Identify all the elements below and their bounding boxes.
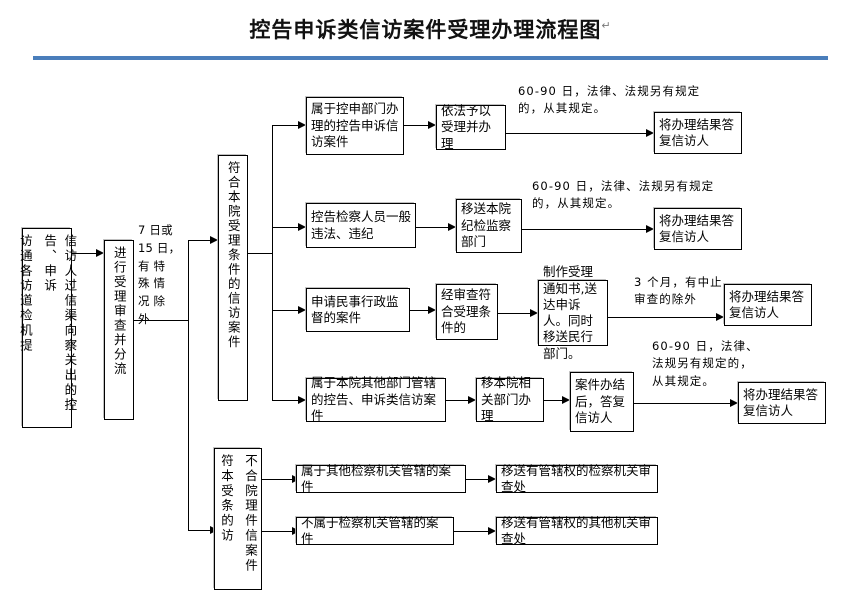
- arrow-bottom-2b: [488, 526, 496, 535]
- node-row4-reply: 将办理结果答复信访人: [738, 382, 826, 424]
- arrow-row2-2: [646, 224, 654, 233]
- node-row2-case-text: 控告检察人员一般违法、违纪: [311, 209, 412, 241]
- arrow-row4-3: [730, 398, 738, 407]
- arrow-row3-1: [428, 305, 436, 314]
- node-rejected: 符本受条的访 不合院理件信案件: [214, 448, 262, 590]
- node-row4-done-text: 案件办结后，答复信访人: [575, 377, 626, 426]
- node-bottom1-case: 属于其他检察机关管辖的案件: [296, 463, 466, 494]
- node-row3-check-text: 经审查符合受理条件的: [441, 287, 492, 336]
- node-row3-check: 经审查符合受理条件的: [436, 284, 498, 340]
- node-rejected-col-b: 符本受条的访: [219, 454, 234, 544]
- node-bottom2-target-text: 移送有管辖权的其他机关审查处: [501, 514, 652, 547]
- node-accepted: 符合本院受理条件的信访案件: [218, 155, 248, 401]
- node-bottom1-case-text: 属于其他检察机关管辖的案件: [301, 462, 452, 495]
- node-row1-case: 属于控申部门办理的控告申诉信访案件: [306, 97, 404, 155]
- node-row3-case: 申请民事行政监督的案件: [306, 288, 410, 332]
- arrow-source-to-review: [96, 248, 104, 257]
- node-row3-notice: 制作受理通知书,送达申诉人。同时移送民行部门。: [538, 264, 608, 361]
- node-rejected-col-a: 不合院理件信案件: [243, 454, 258, 574]
- node-source: 访通各访道检机提 信访人过信渠向察关出的控告、申诉: [18, 228, 77, 428]
- label-review-time: 7 日或 15 日， 有 特 殊 情 况 除 外: [138, 223, 181, 327]
- node-review-text: 进行受理审查并分流: [111, 246, 127, 377]
- node-row2-reply: 将办理结果答复信访人: [654, 208, 742, 250]
- split-spine-vertical: [188, 240, 189, 530]
- node-row4-transfer: 移本院相关部门办理: [476, 375, 544, 423]
- node-row4-reply-text: 将办理结果答复信访人: [743, 386, 819, 419]
- arrow-row2-1: [448, 222, 456, 231]
- node-row4-case: 属于本院其他部门管辖的控告、申诉类信访案件: [306, 375, 446, 423]
- arrow-bottom-1b: [488, 474, 496, 483]
- label-row4-time: 60-90 日，法律、法规另有规定的，从其规定。: [652, 339, 759, 388]
- arrow-branch-1: [298, 120, 306, 129]
- node-row2-transfer-text: 移送本院纪检监察部门: [461, 201, 512, 250]
- node-row1-handle-text: 依法予以受理并办理: [441, 102, 492, 151]
- page-title-text: 控告申诉类信访案件受理办理流程图: [249, 18, 602, 42]
- arrow-to-accepted: [210, 235, 218, 244]
- node-bottom2-target: 移送有管辖权的其他机关审查处: [496, 515, 658, 546]
- node-row1-reply-text: 将办理结果答复信访人: [659, 116, 735, 149]
- node-row2-reply-text: 将办理结果答复信访人: [659, 212, 735, 245]
- node-row3-reply-text: 将办理结果答复信访人: [729, 288, 805, 321]
- arrow-branch-3: [298, 305, 306, 314]
- node-row1-reply: 将办理结果答复信访人: [654, 112, 742, 154]
- node-row3-case-text: 申请民事行政监督的案件: [311, 293, 399, 326]
- node-row1-handle: 依法予以受理并办理: [436, 103, 506, 151]
- arrow-branch-2: [298, 222, 306, 231]
- label-row1-time: 60-90 日，法律、法规另有规定的，从其规定。: [518, 84, 701, 115]
- node-review: 进行受理审查并分流: [104, 240, 134, 420]
- arrow-row3-2: [530, 308, 538, 317]
- node-bottom2-case: 不属于检察机关管辖的案件: [296, 515, 454, 546]
- node-row2-case: 控告检察人员一般违法、违纪: [306, 203, 416, 248]
- page-title: 控告申诉类信访案件受理办理流程图↵: [0, 14, 861, 44]
- branch-spine-vertical: [272, 125, 273, 400]
- node-bottom1-target: 移送有管辖权的检察机关审查处: [496, 463, 658, 494]
- title-divider-rule: [33, 56, 828, 60]
- node-row1-case-text: 属于控申部门办理的控告申诉信访案件: [311, 101, 399, 150]
- node-accepted-text: 符合本院受理条件的信访案件: [225, 161, 241, 350]
- node-row3-reply: 将办理结果答复信访人: [724, 284, 812, 326]
- node-source-col-a: 信访人过信渠向察关出的控告、申诉: [42, 234, 78, 413]
- node-row4-case-text: 属于本院其他部门管辖的控告、申诉类信访案件: [311, 375, 437, 424]
- node-source-col-b: 访通各访道检机提: [17, 234, 33, 354]
- arrow-row4-1: [468, 395, 476, 404]
- arrow-row1-1: [428, 120, 436, 129]
- label-row3-time: 3 个月，有中止审查的除外: [634, 275, 723, 306]
- arrow-row1-2: [646, 128, 654, 137]
- arrow-row4-2: [562, 395, 570, 404]
- arrow-row3-3: [716, 312, 724, 321]
- node-row4-done: 案件办结后，答复信访人: [570, 372, 634, 432]
- node-row3-notice-text: 制作受理通知书,送达申诉人。同时移送民行部门。: [543, 264, 597, 361]
- node-row4-transfer-text: 移本院相关部门办理: [481, 375, 532, 424]
- node-row2-transfer: 移送本院纪检监察部门: [456, 199, 522, 253]
- pilcrow-mark: ↵: [601, 19, 612, 32]
- node-bottom1-target-text: 移送有管辖权的检察机关审查处: [501, 462, 652, 495]
- label-row2-time: 60-90 日，法律、法规另有规定的，从其规定。: [532, 179, 715, 210]
- node-bottom2-case-text: 不属于检察机关管辖的案件: [301, 514, 439, 547]
- arrow-branch-4: [298, 395, 306, 404]
